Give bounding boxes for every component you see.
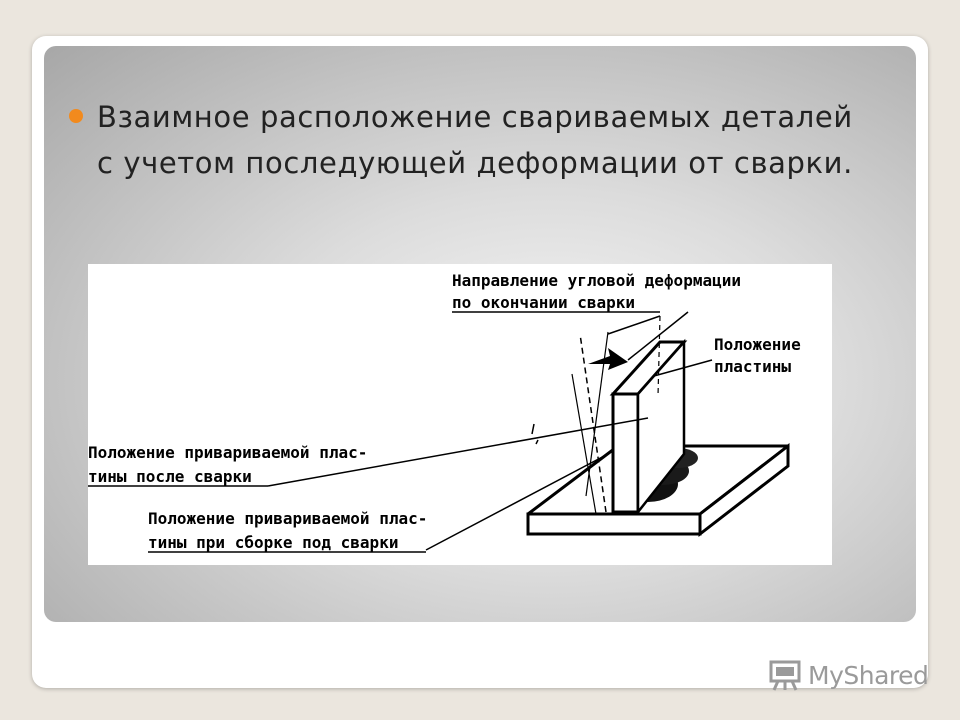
- bullet-text: Взаимное расположение свариваемых детале…: [97, 100, 853, 180]
- label-direction-line1: Направление угловой деформации: [452, 271, 741, 290]
- welding-deformation-figure: Направление угловой деформации по оконча…: [88, 264, 832, 565]
- presentation-board-icon: [769, 660, 801, 691]
- label-direction-line2: по окончании сварки: [452, 293, 635, 312]
- upright-plate-face: [611, 392, 640, 514]
- bullet-dot: [69, 109, 83, 123]
- label-assembly-line1: Положение привариваемой плас-: [148, 509, 427, 528]
- label-assembly-line2: тины при сборке под сварки: [148, 533, 398, 552]
- base-plate-side: [698, 442, 790, 538]
- upright-plate-side: [636, 338, 686, 516]
- base-plate-front: [526, 512, 702, 536]
- watermark-logo: MyShared: [768, 655, 929, 695]
- watermark-text: MyShared: [808, 660, 929, 690]
- slide-content: Взаимное расположение свариваемых детале…: [44, 46, 916, 622]
- label-plate-line1: Положение: [714, 335, 801, 354]
- label-after-line1: Положение привариваемой плас-: [88, 443, 367, 462]
- welding-diagram: Направление угловой деформации по оконча…: [88, 271, 801, 553]
- label-after-line2: тины после сварки: [88, 467, 252, 486]
- deformation-arrow: [588, 348, 628, 370]
- label-plate-line2: пластины: [714, 357, 791, 376]
